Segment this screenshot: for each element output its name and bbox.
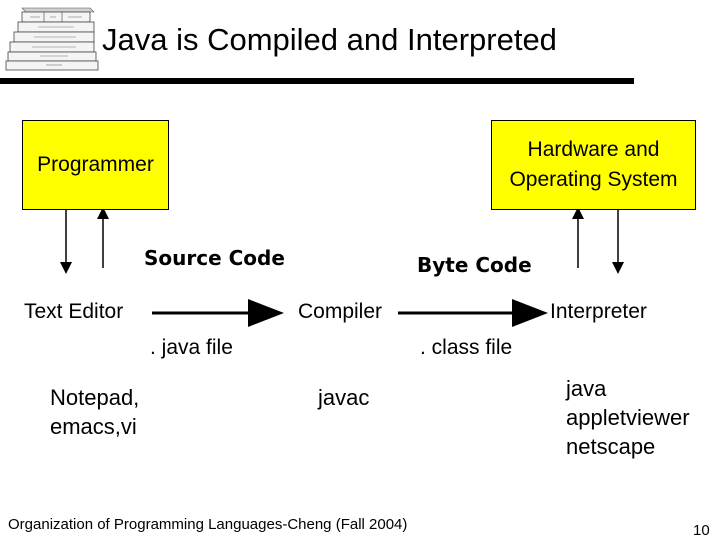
source-code-flow-arrow: [152, 299, 284, 327]
programmer-label: Programmer: [37, 153, 154, 176]
hardware-os-box: Hardware and Operating System: [491, 120, 696, 210]
editor-tools-line2: emacs,vi: [50, 414, 137, 439]
compiler-label: Compiler: [298, 300, 383, 323]
text-editor-label: Text Editor: [24, 300, 124, 323]
hardware-label-line1: Hardware and: [527, 138, 660, 161]
compiler-tool: javac: [318, 385, 370, 410]
layers-logo-icon: [5, 7, 99, 71]
byte-code-label: Byte Code: [417, 253, 532, 277]
slide-title: Java is Compiled and Interpreted: [102, 22, 557, 57]
interpreter-label: Interpreter: [550, 300, 647, 323]
java-file-label: . java file: [150, 336, 233, 359]
slide-footer: Organization of Programming Languages-Ch…: [8, 516, 408, 533]
interpreter-tools-line2: appletviewer: [566, 405, 690, 430]
title-underline: [0, 78, 634, 84]
class-file-label: . class file: [420, 336, 513, 359]
page-number: 10: [693, 522, 710, 539]
byte-code-flow-arrow: [398, 299, 548, 327]
programmer-box: Programmer: [22, 120, 169, 210]
interpreter-tools-line3: netscape: [566, 434, 656, 459]
editor-tools-line1: Notepad,: [50, 385, 140, 410]
editor-tools: Notepad, emacs,vi: [50, 383, 139, 441]
hardware-label-line2: Operating System: [509, 168, 678, 191]
interpreter-tools-line1: java: [566, 376, 607, 401]
source-code-label: Source Code: [144, 246, 285, 270]
interpreter-tools: java appletviewer netscape: [566, 374, 690, 461]
